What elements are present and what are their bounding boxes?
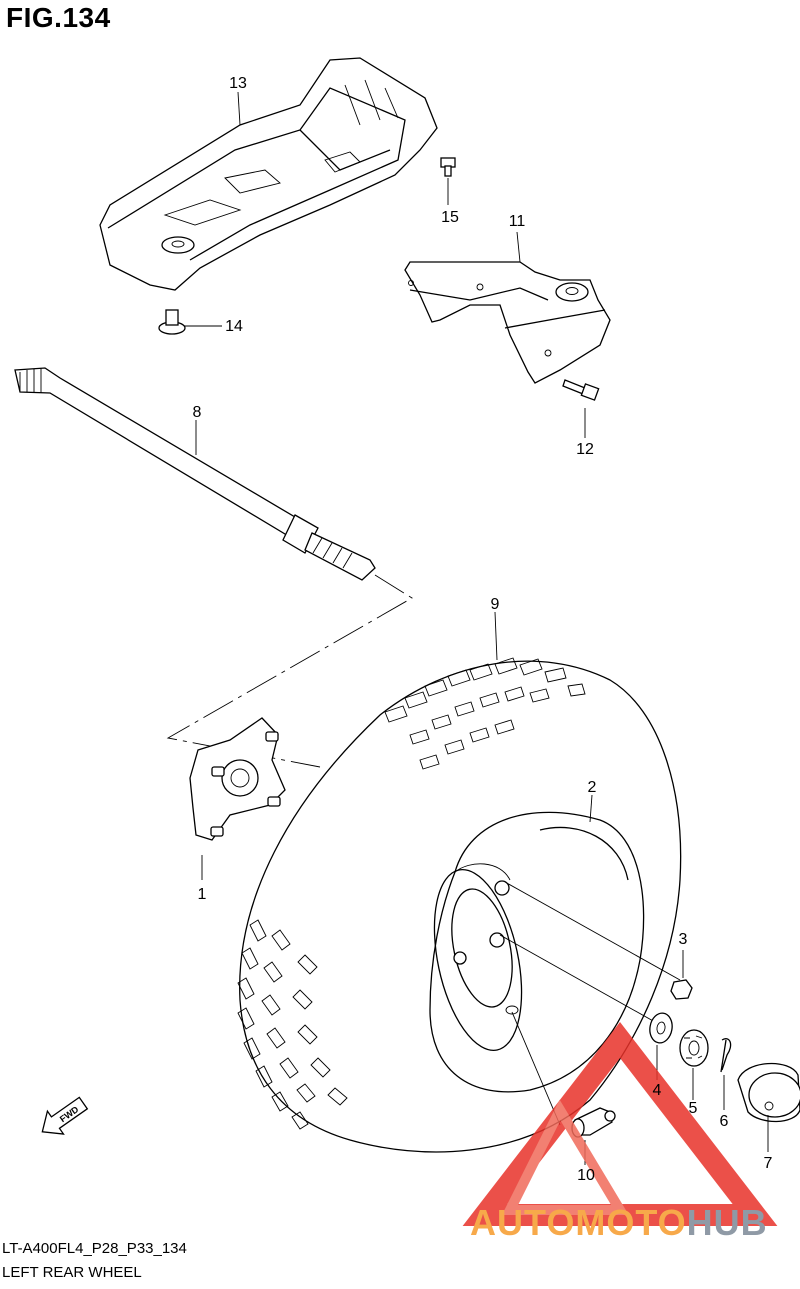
- callout-10: 10: [577, 1167, 595, 1184]
- part-3-nut: [670, 950, 693, 1000]
- callout-7: 7: [763, 1155, 773, 1172]
- callout-3: 3: [678, 931, 688, 948]
- figure-code: LT-A400FL4_P28_P33_134: [2, 1240, 187, 1257]
- callout-5: 5: [688, 1100, 698, 1117]
- figure-name: LEFT REAR WHEEL: [2, 1264, 142, 1281]
- watermark-text: AUTOMOTOHUB: [470, 1202, 768, 1244]
- part-2-wheel-rim: [433, 794, 681, 1126]
- part-9-tire: [237, 611, 682, 1153]
- watermark-part1: AUTOMOTO: [470, 1202, 687, 1243]
- watermark-logo: [462, 1021, 778, 1226]
- part-1-hub: [189, 717, 286, 880]
- callout-8: 8: [192, 404, 202, 421]
- part-6-cotter-pin: [720, 1038, 732, 1110]
- callout-13: 13: [229, 75, 247, 92]
- callout-9: 9: [490, 596, 500, 613]
- part-8-axle-shaft: [14, 367, 376, 581]
- callout-1: 1: [197, 886, 207, 903]
- callout-14: 14: [225, 318, 243, 335]
- callout-2: 2: [587, 779, 597, 796]
- callout-4: 4: [652, 1082, 662, 1099]
- callout-6: 6: [719, 1113, 729, 1130]
- part-14-bolt: [158, 309, 222, 335]
- callout-12: 12: [576, 441, 594, 458]
- fwd-direction-arrow: FWD: [41, 1096, 89, 1135]
- watermark-part2: HUB: [686, 1202, 768, 1243]
- part-12-bolt: [562, 379, 600, 438]
- callout-11: 11: [508, 213, 526, 230]
- part-5-castle-nut: [679, 1029, 709, 1100]
- part-11-bracket: [404, 231, 611, 384]
- figure-title: FIG.134: [6, 2, 111, 33]
- part-7-hub-cap: [737, 1062, 800, 1152]
- callout-15: 15: [441, 209, 459, 226]
- part-13-skid-plate: [99, 57, 438, 291]
- part-15-bolt: [440, 157, 456, 205]
